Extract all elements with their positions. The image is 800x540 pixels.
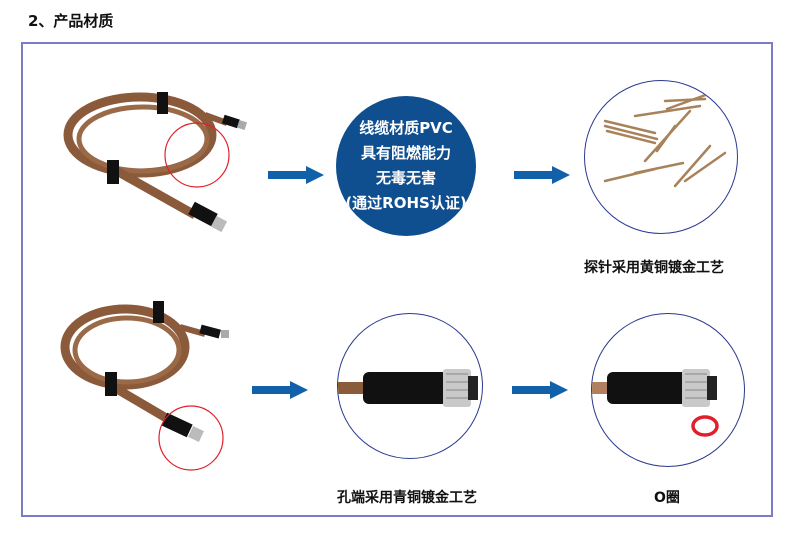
arrow-right-icon: [512, 381, 568, 399]
pins-image: [584, 80, 738, 234]
material-info-bubble: 线缆材质PVC 具有阻燃能力 无毒无害 (通过ROHS认证): [336, 96, 476, 236]
highlight-circle-icon: [164, 122, 230, 188]
arrow-right-icon: [514, 166, 570, 184]
material-line-2: 具有阻燃能力: [360, 144, 451, 162]
material-line-4: (通过ROHS认证): [345, 194, 467, 212]
connector-caption: 孔端采用青铜镀金工艺: [337, 490, 477, 506]
cable-image-row2: [60, 301, 229, 471]
o-ring-icon: [691, 415, 719, 437]
o-ring-caption: O圈: [654, 490, 680, 506]
content-frame: [21, 42, 773, 517]
cable-image-row1: [63, 92, 248, 233]
arrow-right-icon: [268, 166, 324, 184]
connector-image: [337, 313, 483, 459]
page-title: 2、产品材质: [28, 12, 114, 30]
arrow-right-icon: [252, 381, 308, 399]
pins-caption: 探针采用黄铜镀金工艺: [584, 260, 724, 276]
material-line-3: 无毒无害: [375, 169, 436, 187]
o-ring-image: [591, 313, 745, 467]
material-line-1: 线缆材质PVC: [359, 119, 453, 137]
highlight-circle-icon: [158, 405, 224, 471]
